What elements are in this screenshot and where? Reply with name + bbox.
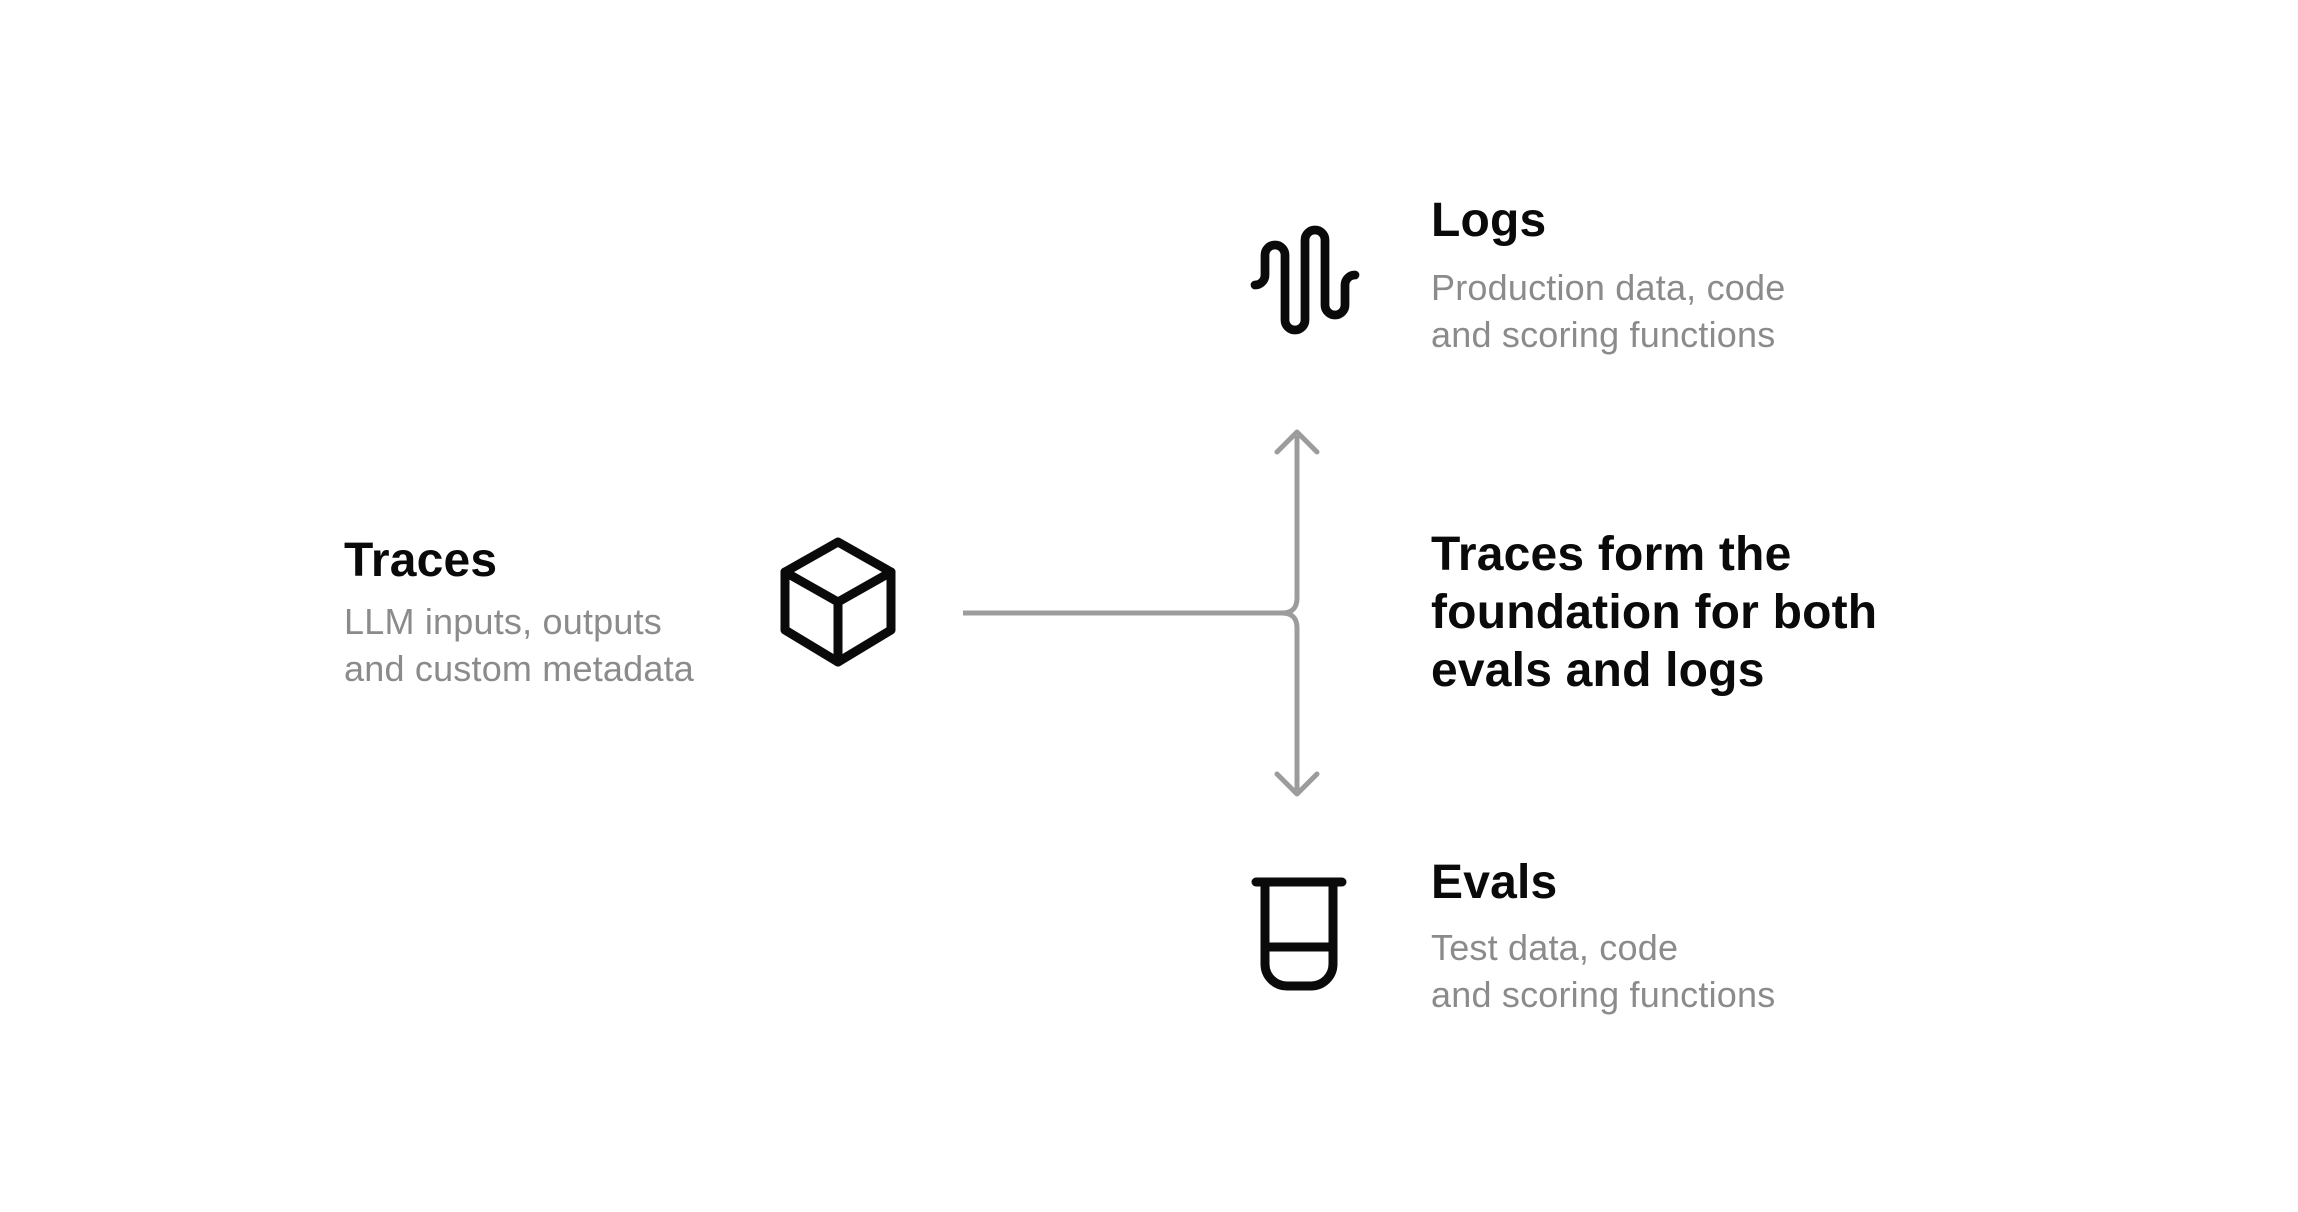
annotation-line-2: foundation for both [1431,586,1878,639]
traces-description-line-2: and custom metadata [344,648,695,689]
logs-description: Production data, code and scoring functi… [1431,264,1785,358]
evals-description-line-2: and scoring functions [1431,974,1776,1015]
traces-description-line-1: LLM inputs, outputs [344,601,662,642]
annotation-line-3: evals and logs [1431,644,1765,697]
evals-node: Evals Test data, code and scoring functi… [1431,856,1775,1018]
evals-description-line-1: Test data, code [1431,927,1679,968]
evals-description: Test data, code and scoring functions [1431,924,1775,1018]
down-arrowhead-icon [1274,771,1320,797]
up-arrowhead-icon [1274,429,1320,455]
traces-description: LLM inputs, outputs and custom metadata [344,598,694,692]
connector-up-branch [1274,429,1320,616]
annotation: Traces form the foundation for both eval… [1431,526,1877,700]
connector-down-branch [1274,610,1320,797]
evals-title: Evals [1431,856,1558,909]
logs-description-line-1: Production data, code [1431,267,1786,308]
audio-waveform-icon [1250,225,1360,335]
beaker-icon [1251,877,1347,991]
logs-node: Logs Production data, code and scoring f… [1431,194,1785,358]
cube-icon [780,537,896,667]
annotation-line-1: Traces form the [1431,528,1792,581]
logs-title: Logs [1431,194,1547,247]
branch-connector [963,429,1320,797]
traces-node: Traces LLM inputs, outputs and custom me… [344,534,694,692]
logs-description-line-2: and scoring functions [1431,314,1776,355]
traces-title: Traces [344,534,498,587]
